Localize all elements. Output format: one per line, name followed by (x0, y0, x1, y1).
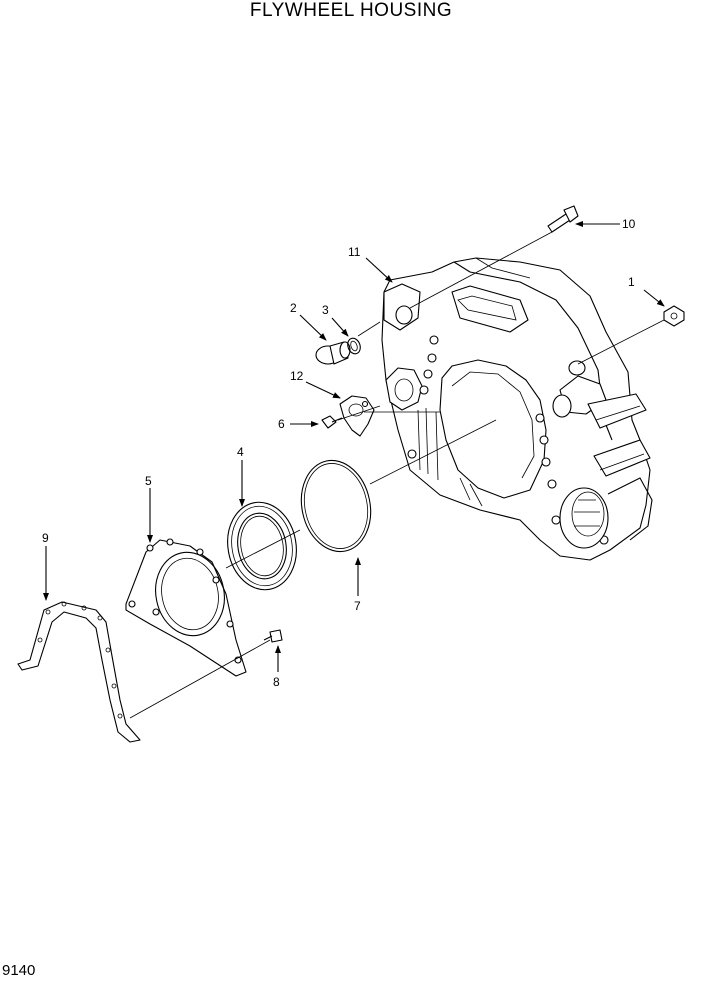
page-number: 9140 (2, 962, 36, 979)
callout-12: 12 (290, 369, 304, 383)
oil-seal-part-4 (227, 501, 297, 591)
callout-2: 2 (290, 301, 297, 315)
gasket-ring-part-7 (300, 459, 372, 553)
callout-11: 11 (348, 245, 361, 259)
bolt-part-10 (547, 205, 579, 233)
bolt-part-8 (263, 629, 283, 643)
callout-labels: 1 2 3 4 5 6 7 8 9 10 11 12 (42, 217, 636, 689)
callout-9: 9 (42, 531, 49, 545)
diagram-title: FLYWHEEL HOUSING (249, 0, 453, 21)
plug-part-2 (315, 341, 351, 365)
callout-6: 6 (278, 417, 285, 431)
callout-3: 3 (322, 303, 329, 317)
callout-4: 4 (237, 445, 244, 459)
assembly-lines (129, 231, 665, 719)
callout-8: 8 (273, 675, 280, 689)
flywheel-housing (381, 257, 653, 561)
callout-7: 7 (354, 599, 361, 613)
seal-housing-part-5 (125, 538, 247, 677)
callout-5: 5 (145, 474, 152, 488)
callout-10: 10 (622, 217, 636, 231)
callout-1: 1 (628, 275, 635, 289)
callout-leaders (43, 221, 665, 672)
gasket-part-9 (17, 601, 141, 743)
bolt-part-6 (321, 415, 343, 429)
o-ring-part-3 (347, 337, 361, 355)
nut-part-1 (663, 305, 685, 327)
cover-plate-part-12 (339, 395, 375, 437)
